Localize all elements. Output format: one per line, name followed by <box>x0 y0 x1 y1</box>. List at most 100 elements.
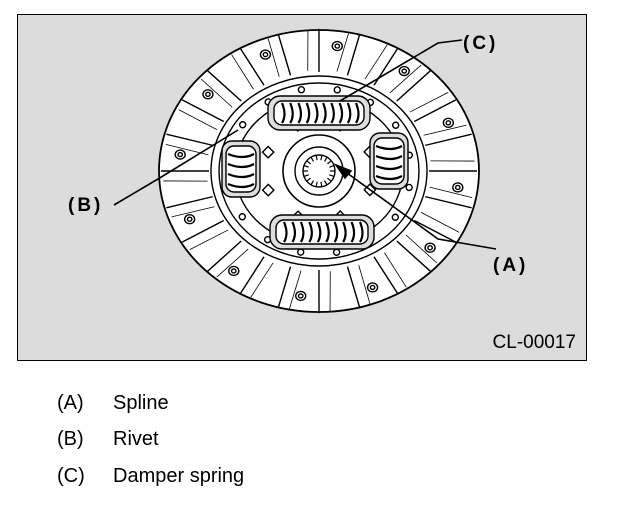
facing-groove <box>373 256 399 295</box>
spring-body <box>373 137 405 185</box>
facing-groove <box>413 219 457 243</box>
legend-key: (A) <box>57 392 84 414</box>
hub-rivet <box>391 213 400 221</box>
facing-groove <box>396 69 432 102</box>
facing-rivet-hole-inner <box>454 184 461 191</box>
figure-code: CL-00017 <box>492 332 576 353</box>
legend-key: (B) <box>57 428 84 450</box>
facing-groove-shadow <box>405 234 438 264</box>
facing-groove-shadow <box>389 64 422 94</box>
facing-groove <box>396 240 432 273</box>
clutch-disc-illustration <box>113 28 497 314</box>
spline-tooth <box>320 181 323 187</box>
callout-c-label: (C) <box>463 33 499 54</box>
spline-tooth <box>306 160 311 165</box>
facing-groove-shadow <box>231 54 254 90</box>
spring-coil <box>375 164 403 171</box>
facing-groove <box>277 266 292 309</box>
facing-groove <box>206 69 242 102</box>
spring-coil <box>338 102 344 124</box>
spline-tooth <box>303 174 309 178</box>
spring-coil <box>305 102 311 124</box>
spline-tooth <box>329 164 335 168</box>
legend-row-b: (B) Rivet <box>57 428 159 451</box>
hub-rivet <box>332 248 341 256</box>
facing-groove <box>181 99 225 123</box>
leader-a <box>335 164 497 250</box>
facing-rivet-hole-inner <box>177 151 184 158</box>
facing-groove-shadow <box>289 270 302 309</box>
facing-groove <box>166 133 213 147</box>
facing-rivet-hole-inner <box>369 284 376 291</box>
facing-groove <box>206 240 242 273</box>
damper-spring <box>269 214 375 250</box>
hub-rivet <box>238 121 247 129</box>
spline-tooth <box>310 156 315 162</box>
legend-row-a: (A) Spline <box>57 392 169 415</box>
spring-coil <box>375 144 403 151</box>
legend-key: (C) <box>57 465 85 487</box>
spring-coil <box>350 221 356 243</box>
legend-label: Damper spring <box>113 465 245 487</box>
facing-rivet-hole-inner <box>427 245 433 251</box>
leader-a-arrowhead <box>333 163 353 180</box>
facing-groove-shadow <box>267 38 280 77</box>
figure-frame: (C) (B) (A) CL-00017 <box>17 14 587 361</box>
leader-b <box>113 129 239 206</box>
spring-coil <box>375 154 403 161</box>
spline-tooth <box>303 164 309 168</box>
leader-lines <box>113 39 497 250</box>
facing-groove-shadow <box>189 229 229 250</box>
facing-groove-shadow <box>358 265 371 304</box>
facing-rivet-hole-inner <box>230 268 237 274</box>
spring-coil <box>282 221 288 243</box>
facing-rivet-hole-inner <box>262 51 269 58</box>
spline-tooth <box>323 156 328 162</box>
diamond-hole <box>261 145 275 159</box>
hub-rivet <box>333 86 341 94</box>
hub-rivet <box>297 86 306 94</box>
legend-label: Spline <box>113 392 169 414</box>
facing-groove-shadow <box>420 211 460 233</box>
facing-groove <box>425 195 472 209</box>
facing-rivet-hole-inner <box>205 91 211 97</box>
facing-groove-shadow <box>250 262 274 298</box>
spring-coil <box>227 162 255 169</box>
spring-coil <box>227 172 255 179</box>
leader-c <box>339 39 463 102</box>
spring-coil <box>325 221 330 243</box>
spring-coil <box>346 102 352 124</box>
diamond-hole <box>261 183 275 197</box>
facing-groove-shadow <box>409 92 449 113</box>
facing-groove <box>413 99 457 123</box>
facing-rivet-hole-inner <box>334 43 341 49</box>
spring-coil <box>289 102 294 124</box>
spring-coil <box>280 102 286 124</box>
spring-coil <box>313 102 319 124</box>
facing-rivet-hole-inner <box>445 120 452 126</box>
facing-groove-shadow <box>216 248 249 278</box>
spline-tooth <box>310 180 315 186</box>
facing-groove <box>425 133 472 147</box>
spring-coil <box>316 221 322 243</box>
facing-groove <box>346 33 361 76</box>
spring-coil <box>299 221 305 243</box>
spline-tooth <box>327 177 332 182</box>
facing-groove <box>346 266 361 309</box>
facing-groove <box>239 47 265 86</box>
legend-row-c: (C) Damper spring <box>57 465 244 488</box>
spring-coil <box>322 102 327 124</box>
spring-coil <box>291 221 297 243</box>
facing-groove <box>239 256 265 295</box>
facing-rivet-hole-inner <box>186 216 193 222</box>
hub-rivet <box>405 183 413 192</box>
facing-groove-shadow <box>336 33 349 72</box>
facing-rivet-hole-inner <box>401 68 408 74</box>
facing-groove-shadow <box>429 186 473 199</box>
facing-groove-shadow <box>178 109 218 131</box>
hub-rivet <box>238 213 247 221</box>
facing-groove-shadow <box>384 252 407 288</box>
spring-coil <box>308 221 313 243</box>
facing-groove-shadow <box>423 124 467 136</box>
callout-a-label: (A) <box>493 255 529 276</box>
